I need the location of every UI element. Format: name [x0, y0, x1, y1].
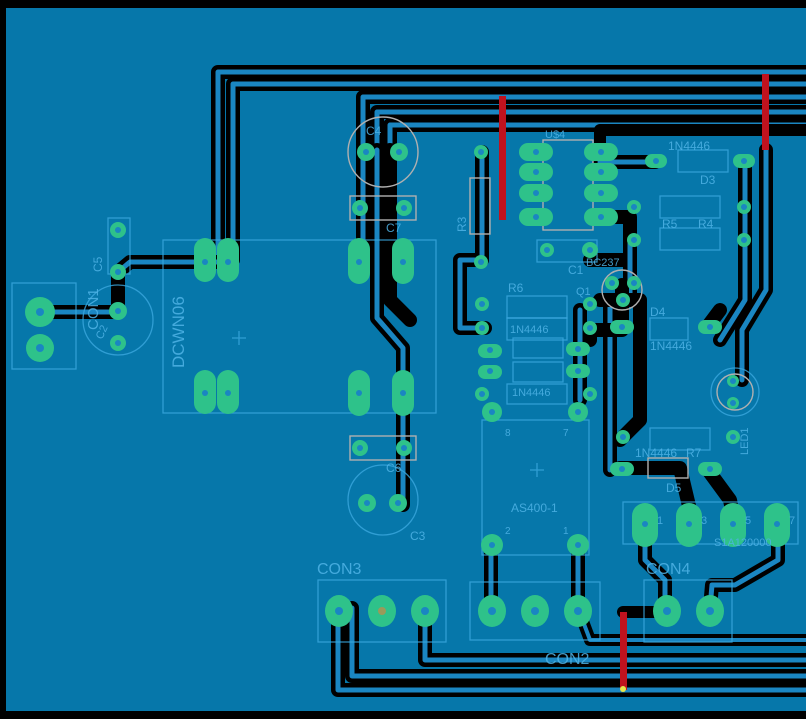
label-c3: C3	[410, 529, 426, 543]
pads	[25, 143, 790, 627]
label-dcwn06: DCWN06	[169, 296, 188, 368]
label-as400-pin8: 8	[505, 428, 511, 439]
label-as400-pin2: 2	[505, 526, 511, 537]
label-s1a: S1A120000	[714, 537, 772, 549]
label-d4: D4	[650, 305, 666, 319]
label-d3-value: 1N4446	[668, 139, 710, 153]
label-r6: R6	[508, 281, 524, 295]
label-bc237: BC237	[586, 257, 620, 269]
label-d2-value: 1N4446	[512, 387, 551, 399]
silkscreen	[11, 116, 799, 643]
label-con2: CON2	[545, 651, 590, 668]
label-r7-value: 1N4446	[635, 446, 677, 460]
label-c2: C2	[94, 323, 111, 341]
label-as400: AS400-1	[511, 501, 558, 515]
top-layer-tracks	[499, 74, 769, 692]
label-r3: R3	[455, 216, 469, 232]
label-d5: D5	[666, 481, 682, 495]
label-c4: C4	[366, 124, 382, 138]
label-s1a-pin1: 1	[657, 515, 663, 527]
label-c1: C1	[568, 263, 584, 277]
label-d4-value: 1N4446	[650, 339, 692, 353]
label-con4: CON4	[646, 561, 691, 578]
label-r7: R7	[686, 446, 702, 460]
label-led1: LED1	[739, 427, 751, 455]
label-d3: D3	[700, 173, 716, 187]
label-c5: C5	[91, 256, 105, 272]
label-con3: CON3	[317, 561, 362, 578]
label-con1: CON1	[85, 288, 102, 330]
label-c6: C6	[386, 461, 402, 475]
label-r5: R5	[662, 217, 678, 231]
label-q1: Q1	[576, 286, 591, 298]
label-r4: R4	[698, 217, 714, 231]
label-s1a-pin3: 3	[701, 515, 707, 527]
label-u4: U$4	[545, 129, 565, 141]
label-s1a-pin7: 7	[789, 515, 795, 527]
label-s1a-pin5: 5	[745, 515, 751, 527]
label-as400-pin1: 1	[563, 526, 569, 537]
label-c7: C7	[386, 221, 402, 235]
label-d1-value: 1N4446	[510, 324, 549, 336]
labels: CON1 C5 C2 DCWN06 C4 C7 C6 C3 R3 U$4 C1 …	[85, 124, 795, 668]
label-as400-pin7: 7	[563, 428, 569, 439]
